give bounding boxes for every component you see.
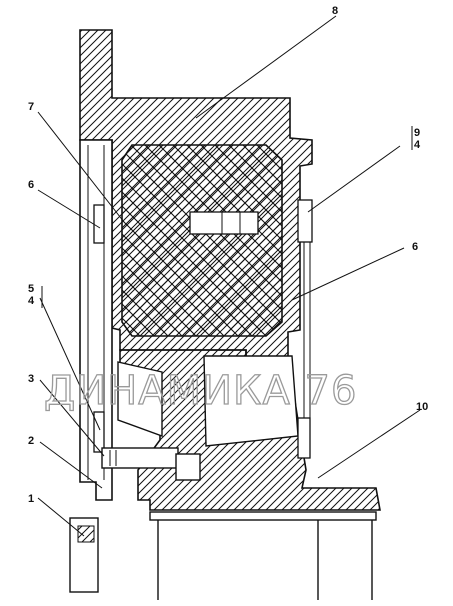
callout-7: 7 xyxy=(28,101,34,113)
rubber-element xyxy=(121,144,283,337)
callout-6-left: 6 xyxy=(28,179,34,191)
side-plates xyxy=(93,199,313,459)
watermark-text: ДИНАМИКА 76 xyxy=(44,368,357,414)
callout-2: 2 xyxy=(28,435,34,447)
callout-3: 3 xyxy=(28,373,34,385)
callout-10: 10 xyxy=(416,401,428,413)
callout-6-right: 6 xyxy=(412,241,418,253)
callout-4-right: 4 xyxy=(414,139,421,151)
callouts: 8 7 6 9 4 6 5 4 3 2 10 1 xyxy=(28,5,428,505)
hub-cavities xyxy=(117,355,299,447)
callout-5: 5 xyxy=(28,283,34,295)
lower-bushing xyxy=(69,511,377,600)
bolt xyxy=(101,447,201,481)
callout-1: 1 xyxy=(28,493,34,505)
callout-8: 8 xyxy=(332,5,338,17)
callout-9: 9 xyxy=(414,127,420,139)
leader-lines xyxy=(37,15,421,537)
callout-4-left: 4 xyxy=(28,295,35,307)
